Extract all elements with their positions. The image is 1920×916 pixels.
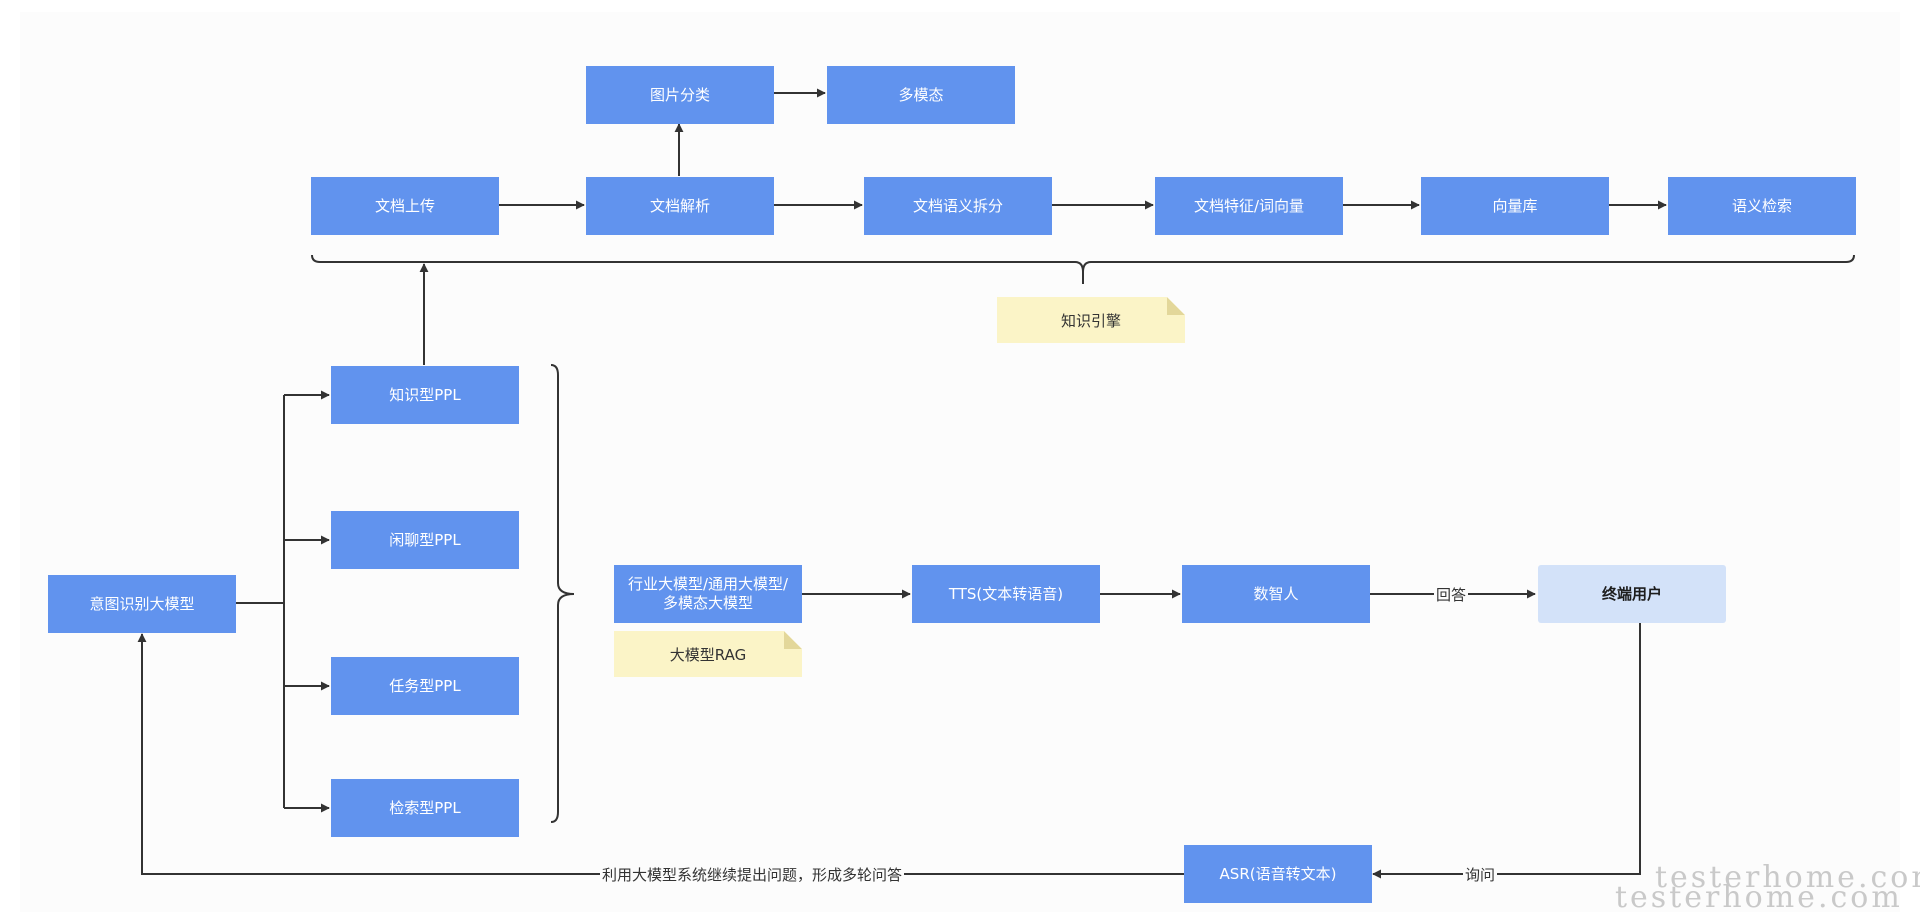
watermark-text: testerhome.com xyxy=(1655,860,1920,895)
node-intent-model: 意图识别大模型 xyxy=(48,575,236,633)
edge-user-to-asr xyxy=(1372,623,1641,879)
node-doc-feature-vector: 文档特征/词向量 xyxy=(1155,177,1343,235)
node-label: 闲聊型PPL xyxy=(389,530,461,549)
node-label: 知识型PPL xyxy=(389,385,461,404)
node-vector-db: 向量库 xyxy=(1421,177,1609,235)
node-search-ppl: 检索型PPL xyxy=(331,779,519,837)
node-label: 任务型PPL xyxy=(389,676,461,695)
node-label: 意图识别大模型 xyxy=(89,594,195,613)
node-chat-ppl: 闲聊型PPL xyxy=(331,511,519,569)
edge-label-answer: 回答 xyxy=(1434,586,1469,604)
node-label: 文档解析 xyxy=(649,196,710,215)
node-knowledge-ppl: 知识型PPL xyxy=(331,366,519,424)
node-doc-semantic-split: 文档语义拆分 xyxy=(864,177,1052,235)
node-label: 文档上传 xyxy=(374,196,435,215)
node-label: 向量库 xyxy=(1492,196,1538,215)
node-image-classify: 图片分类 xyxy=(586,66,774,124)
ppl-brace xyxy=(550,364,575,823)
node-label: 文档语义拆分 xyxy=(912,196,1003,215)
node-label: 检索型PPL xyxy=(389,798,461,817)
node-label: 行业大模型/通用大模型/多模态大模型 xyxy=(627,575,789,612)
node-label: ASR(语音转文本) xyxy=(1219,864,1337,883)
node-task-ppl: 任务型PPL xyxy=(331,657,519,715)
edge-intent-trunk xyxy=(235,395,285,808)
node-label: 文档特征/词向量 xyxy=(1193,196,1305,215)
edge-label-loop: 利用大模型系统继续提出问题，形成多轮问答 xyxy=(600,866,905,884)
node-doc-parse: 文档解析 xyxy=(586,177,774,235)
node-asr: ASR(语音转文本) xyxy=(1184,845,1372,903)
node-label: 语义检索 xyxy=(1731,196,1792,215)
node-semantic-search: 语义检索 xyxy=(1668,177,1856,235)
note-rag: 大模型RAG xyxy=(614,631,802,677)
node-digital-human: 数智人 xyxy=(1182,565,1370,623)
edge-label-ask: 询问 xyxy=(1463,866,1498,884)
node-doc-upload: 文档上传 xyxy=(311,177,499,235)
node-label: 多模态 xyxy=(898,85,944,104)
watermark-text-secondary: testerhome.com xyxy=(1615,880,1903,915)
knowledge-engine-brace xyxy=(311,254,1855,284)
diagram-canvas xyxy=(20,12,1900,912)
note-knowledge-engine: 知识引擎 xyxy=(997,297,1185,343)
node-multimodal: 多模态 xyxy=(827,66,1015,124)
node-industry-model: 行业大模型/通用大模型/多模态大模型 xyxy=(614,565,802,623)
node-label: 图片分类 xyxy=(649,85,710,104)
node-end-user: 终端用户 xyxy=(1538,565,1726,623)
note-label: 知识引擎 xyxy=(1060,311,1121,330)
node-tts: TTS(文本转语音) xyxy=(912,565,1100,623)
node-label: 数智人 xyxy=(1253,584,1299,603)
node-label: 终端用户 xyxy=(1601,584,1662,603)
note-label: 大模型RAG xyxy=(669,645,747,664)
node-label: TTS(文本转语音) xyxy=(948,584,1064,603)
